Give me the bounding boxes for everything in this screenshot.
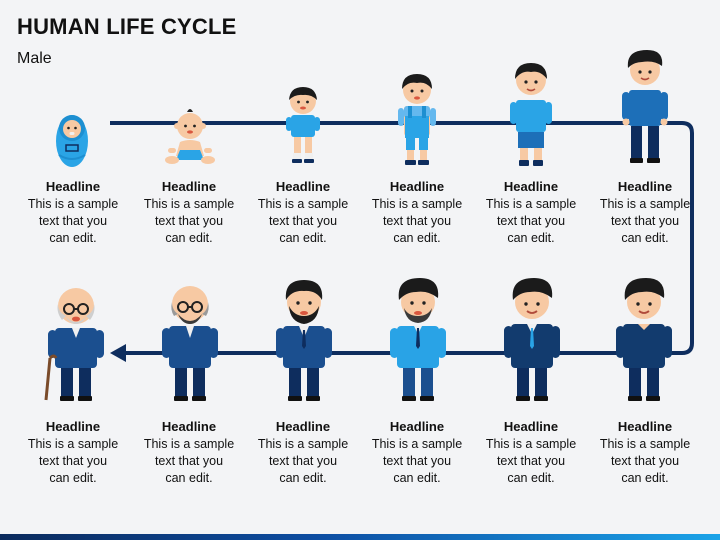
- stage-caption-12: Headline This is a sample text that you …: [16, 418, 130, 487]
- bald-man-icon: [162, 286, 218, 401]
- stage-caption-2: Headline This is a sample text that you …: [132, 178, 246, 247]
- stage-text-line: can edit.: [393, 471, 441, 485]
- stage-text-line: text that you: [610, 454, 680, 468]
- stage-text-line: can edit.: [165, 231, 213, 245]
- stage-text-line: text that you: [154, 454, 224, 468]
- stage-caption-5: Headline This is a sample text that you …: [474, 178, 588, 247]
- man-suit-icon: [504, 278, 560, 401]
- stage-text-line: text that you: [382, 454, 452, 468]
- stage-text-line: This is a sample: [371, 437, 463, 451]
- stage-caption-9: Headline This is a sample text that you …: [360, 418, 474, 487]
- flow-arrowhead: [110, 344, 126, 362]
- stage-text-line: This is a sample: [485, 197, 577, 211]
- stage-headline: Headline: [161, 419, 217, 434]
- stage-text-line: This is a sample: [599, 197, 691, 211]
- man-light-shirt-icon: [390, 278, 446, 401]
- stage-headline: Headline: [45, 419, 101, 434]
- stage-text-line: This is a sample: [143, 437, 235, 451]
- stage-text-line: This is a sample: [143, 197, 235, 211]
- stage-text-line: can edit.: [49, 471, 97, 485]
- footer-accent-bar: [0, 534, 720, 540]
- stage-text-line: can edit.: [279, 471, 327, 485]
- stage-text-line: can edit.: [507, 231, 555, 245]
- stage-text-line: can edit.: [621, 231, 669, 245]
- stage-text-line: This is a sample: [27, 437, 119, 451]
- elderly-man-cane-icon: [44, 288, 104, 401]
- bearded-man-icon: [276, 280, 332, 401]
- stage-caption-6: Headline This is a sample text that you …: [588, 178, 702, 247]
- stage-text-line: text that you: [38, 214, 108, 228]
- stage-text-line: can edit.: [165, 471, 213, 485]
- stage-text-line: text that you: [610, 214, 680, 228]
- stage-text-line: text that you: [496, 214, 566, 228]
- stage-text-line: text that you: [38, 454, 108, 468]
- stage-text-line: This is a sample: [485, 437, 577, 451]
- stage-text-line: can edit.: [621, 471, 669, 485]
- child-overalls-icon: [398, 74, 436, 165]
- stage-headline: Headline: [503, 179, 559, 194]
- teen-icon: [622, 50, 668, 163]
- page-subtitle: Male: [17, 50, 52, 67]
- stage-caption-7: Headline This is a sample text that you …: [588, 418, 702, 487]
- stage-text-line: text that you: [268, 214, 338, 228]
- boy-icon: [510, 63, 552, 166]
- sitting-baby-icon: [165, 109, 215, 164]
- stage-text-line: can edit.: [393, 231, 441, 245]
- stage-headline: Headline: [617, 419, 673, 434]
- stage-caption-11: Headline This is a sample text that you …: [132, 418, 246, 487]
- stage-headline: Headline: [389, 419, 445, 434]
- stage-text-line: can edit.: [507, 471, 555, 485]
- swaddled-baby-icon: [56, 115, 88, 167]
- stage-headline: Headline: [275, 179, 331, 194]
- stage-text-line: This is a sample: [371, 197, 463, 211]
- stage-caption-3: Headline This is a sample text that you …: [246, 178, 360, 247]
- stage-caption-8: Headline This is a sample text that you …: [474, 418, 588, 487]
- stage-caption-1: Headline This is a sample text that you …: [16, 178, 130, 247]
- stage-text-line: can edit.: [279, 231, 327, 245]
- stage-headline: Headline: [45, 179, 101, 194]
- stage-caption-10: Headline This is a sample text that you …: [246, 418, 360, 487]
- stage-caption-4: Headline This is a sample text that you …: [360, 178, 474, 247]
- toddler-icon: [286, 87, 320, 163]
- stage-headline: Headline: [161, 179, 217, 194]
- stage-text-line: text that you: [382, 214, 452, 228]
- stage-text-line: This is a sample: [27, 197, 119, 211]
- stage-text-line: text that you: [496, 454, 566, 468]
- page-title: HUMAN LIFE CYCLE: [17, 14, 237, 39]
- stage-text-line: This is a sample: [257, 437, 349, 451]
- stage-text-line: can edit.: [49, 231, 97, 245]
- stage-headline: Headline: [503, 419, 559, 434]
- young-man-icon: [616, 278, 672, 401]
- stage-text-line: text that you: [154, 214, 224, 228]
- stage-text-line: This is a sample: [599, 437, 691, 451]
- connector-path: [110, 121, 694, 355]
- stage-headline: Headline: [617, 179, 673, 194]
- stage-headline: Headline: [389, 179, 445, 194]
- stage-text-line: text that you: [268, 454, 338, 468]
- stage-text-line: This is a sample: [257, 197, 349, 211]
- stage-headline: Headline: [275, 419, 331, 434]
